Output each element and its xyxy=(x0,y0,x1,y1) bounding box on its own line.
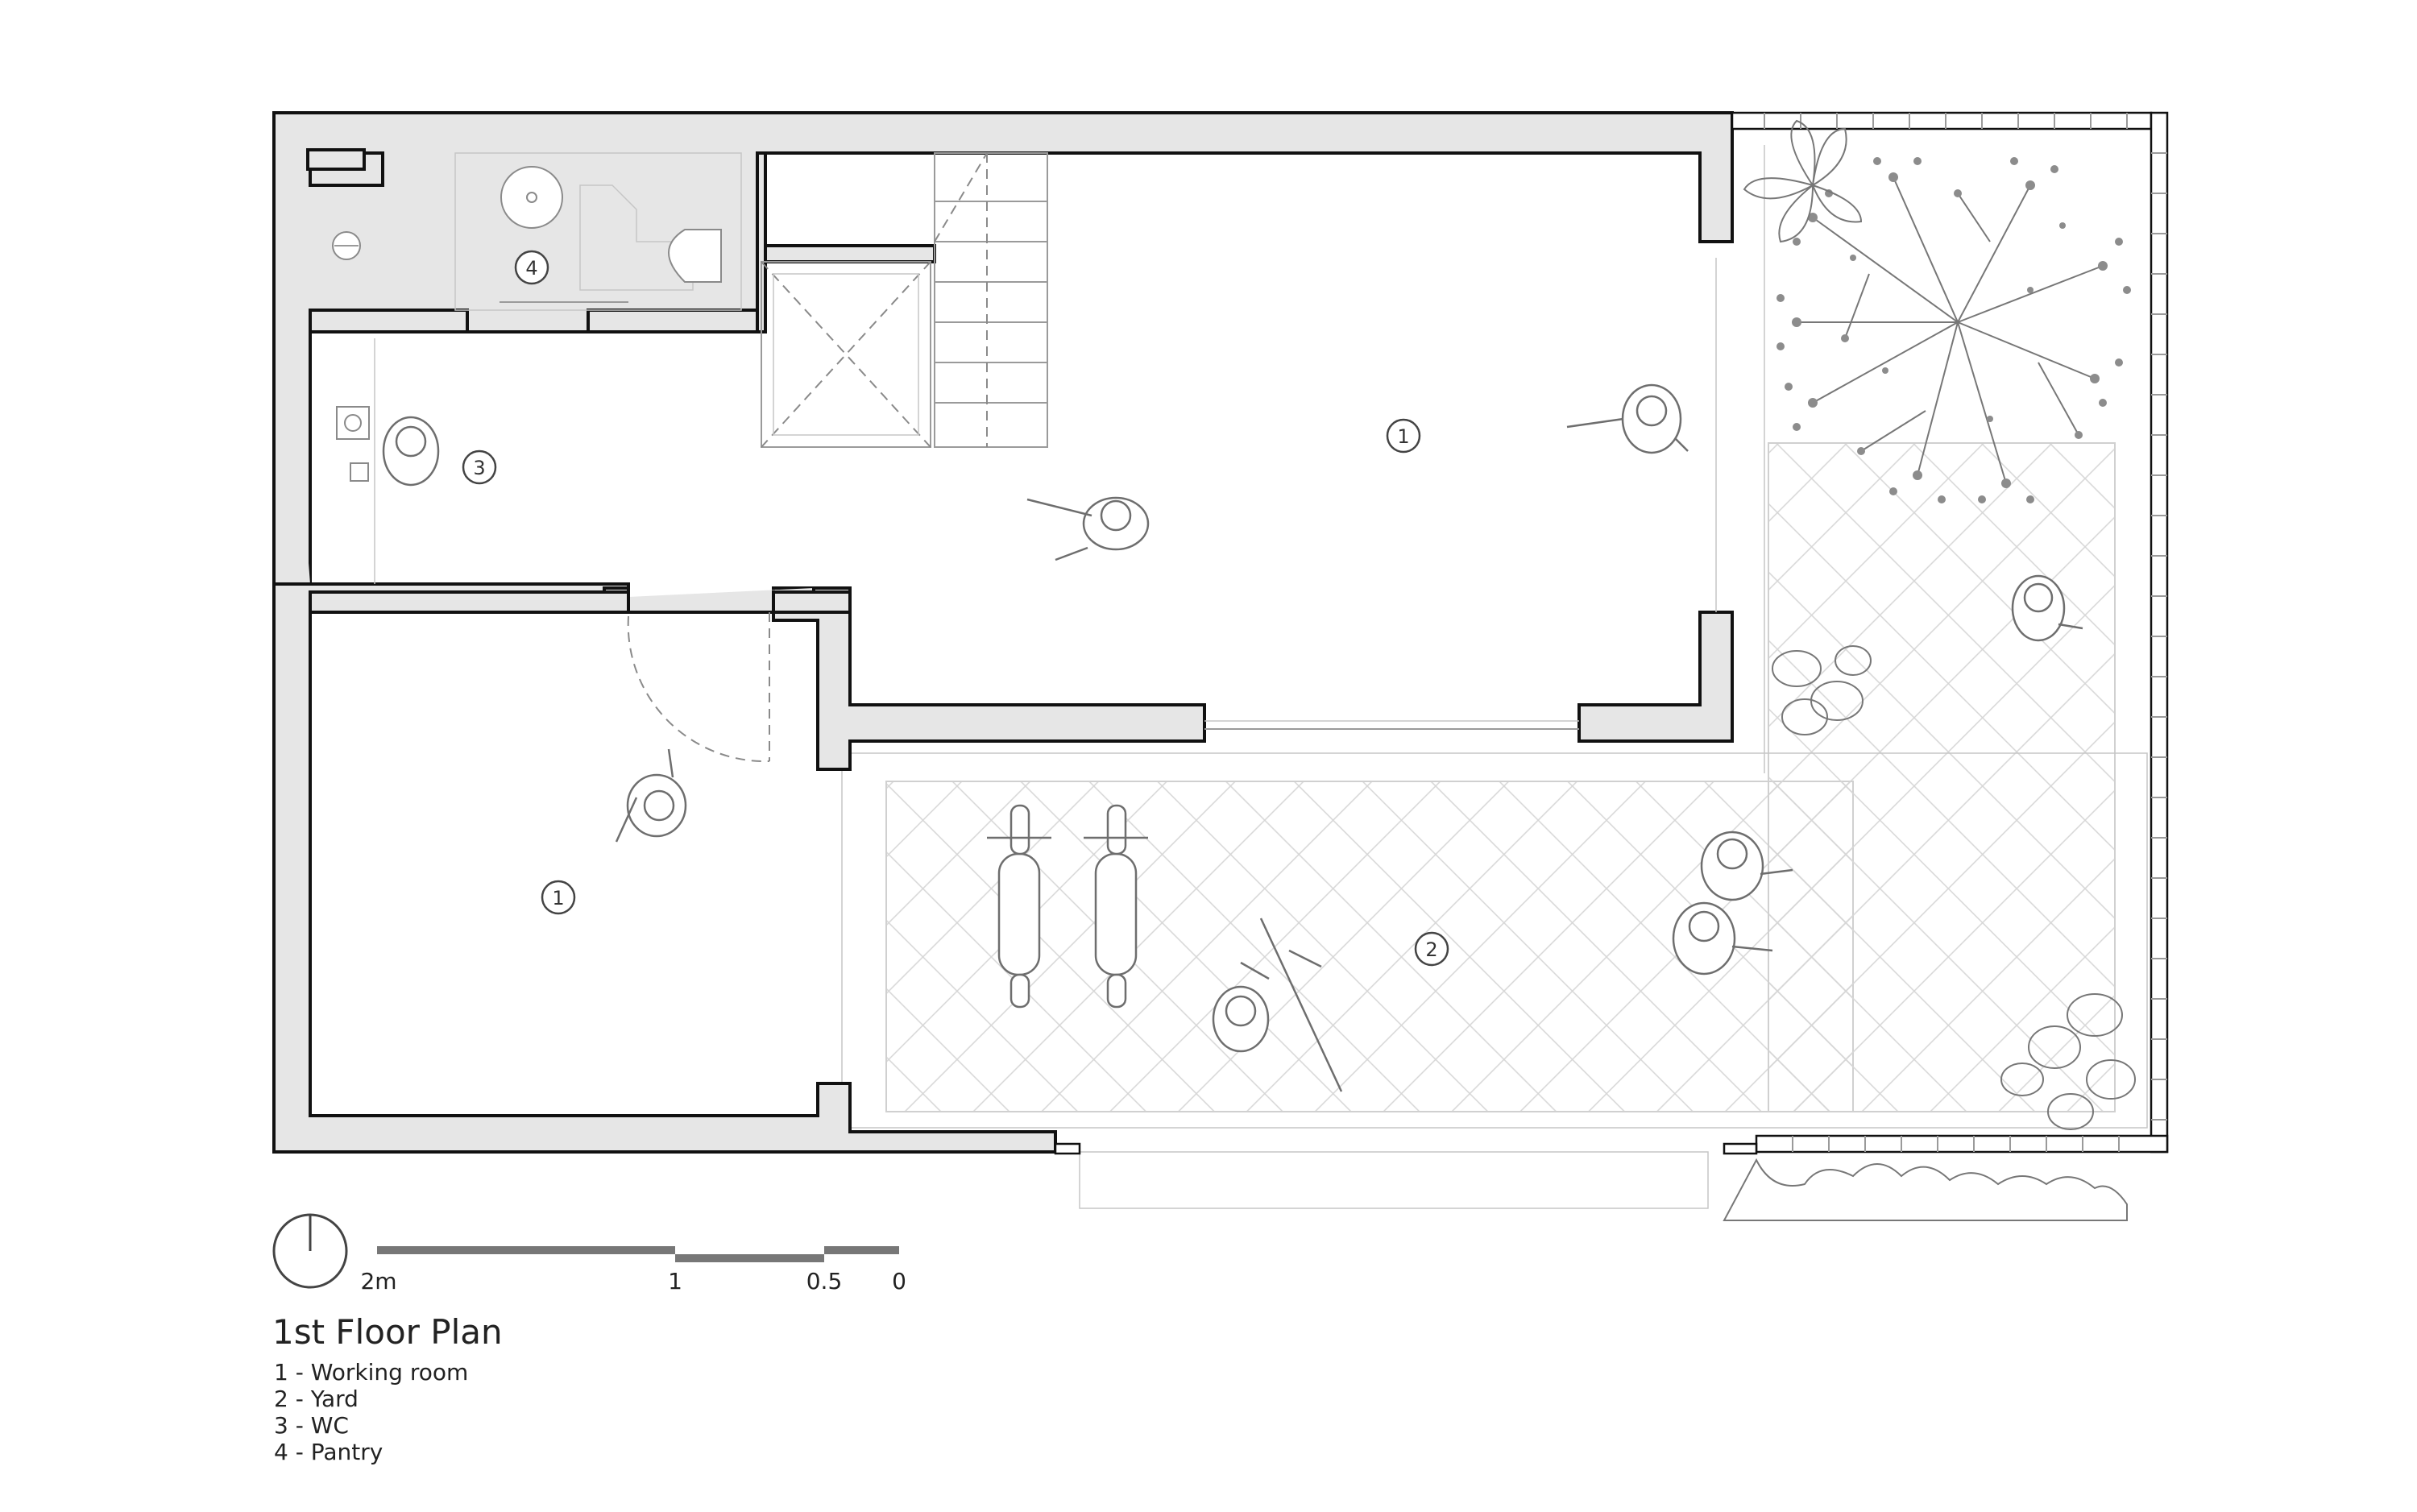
person-icon xyxy=(1566,383,1689,454)
bicycle-icon xyxy=(1240,918,1343,1092)
scale-bar: 2m 1 0.5 0 xyxy=(360,1246,906,1295)
legend-item: 2 - Yard xyxy=(274,1386,359,1412)
person-icon xyxy=(1026,496,1150,561)
svg-text:1: 1 xyxy=(1397,425,1409,448)
plan-title: 1st Floor Plan xyxy=(272,1312,503,1352)
room-tag-yard: 2 xyxy=(1414,931,1449,967)
person-icon xyxy=(1212,985,1270,1053)
scale-label-0: 0 xyxy=(892,1268,906,1295)
person-icon xyxy=(1700,831,1793,901)
svg-text:4: 4 xyxy=(525,257,537,280)
scale-label-1: 1 xyxy=(668,1268,682,1295)
room-tag-pantry: 4 xyxy=(514,250,549,285)
person-icon xyxy=(2011,574,2083,642)
svg-text:1: 1 xyxy=(552,887,564,909)
fence xyxy=(1054,111,2169,1155)
room-tag-wc: 3 xyxy=(462,449,497,485)
person-icon xyxy=(336,406,440,487)
north-arrow-icon xyxy=(272,1213,348,1289)
scale-label-0.5: 0.5 xyxy=(806,1268,843,1295)
scale-label-2m: 2m xyxy=(360,1268,396,1295)
motorbike-icon xyxy=(1084,804,1148,1009)
walls xyxy=(272,111,1734,1154)
doors xyxy=(627,258,1717,1209)
legend-item: 4 - Pantry xyxy=(274,1439,383,1465)
stair xyxy=(761,152,1048,448)
legend-item: 3 - WC xyxy=(274,1412,349,1439)
tree-icon xyxy=(1743,119,2131,503)
shrubs xyxy=(1723,645,2136,1221)
room-tag-working-room-lower: 1 xyxy=(541,880,576,915)
person-icon xyxy=(615,748,687,843)
yard-paving xyxy=(841,145,2148,1129)
pantry-fixtures xyxy=(332,152,742,584)
room-tag-working-room-upper: 1 xyxy=(1386,418,1421,454)
person-icon xyxy=(1672,901,1773,976)
legend: 1 - Working room 2 - Yard 3 - WC 4 - Pan… xyxy=(274,1359,468,1465)
svg-text:3: 3 xyxy=(473,457,485,479)
motorbike-icon xyxy=(987,804,1051,1009)
svg-text:2: 2 xyxy=(1425,938,1437,961)
legend-item: 1 - Working room xyxy=(274,1359,468,1386)
